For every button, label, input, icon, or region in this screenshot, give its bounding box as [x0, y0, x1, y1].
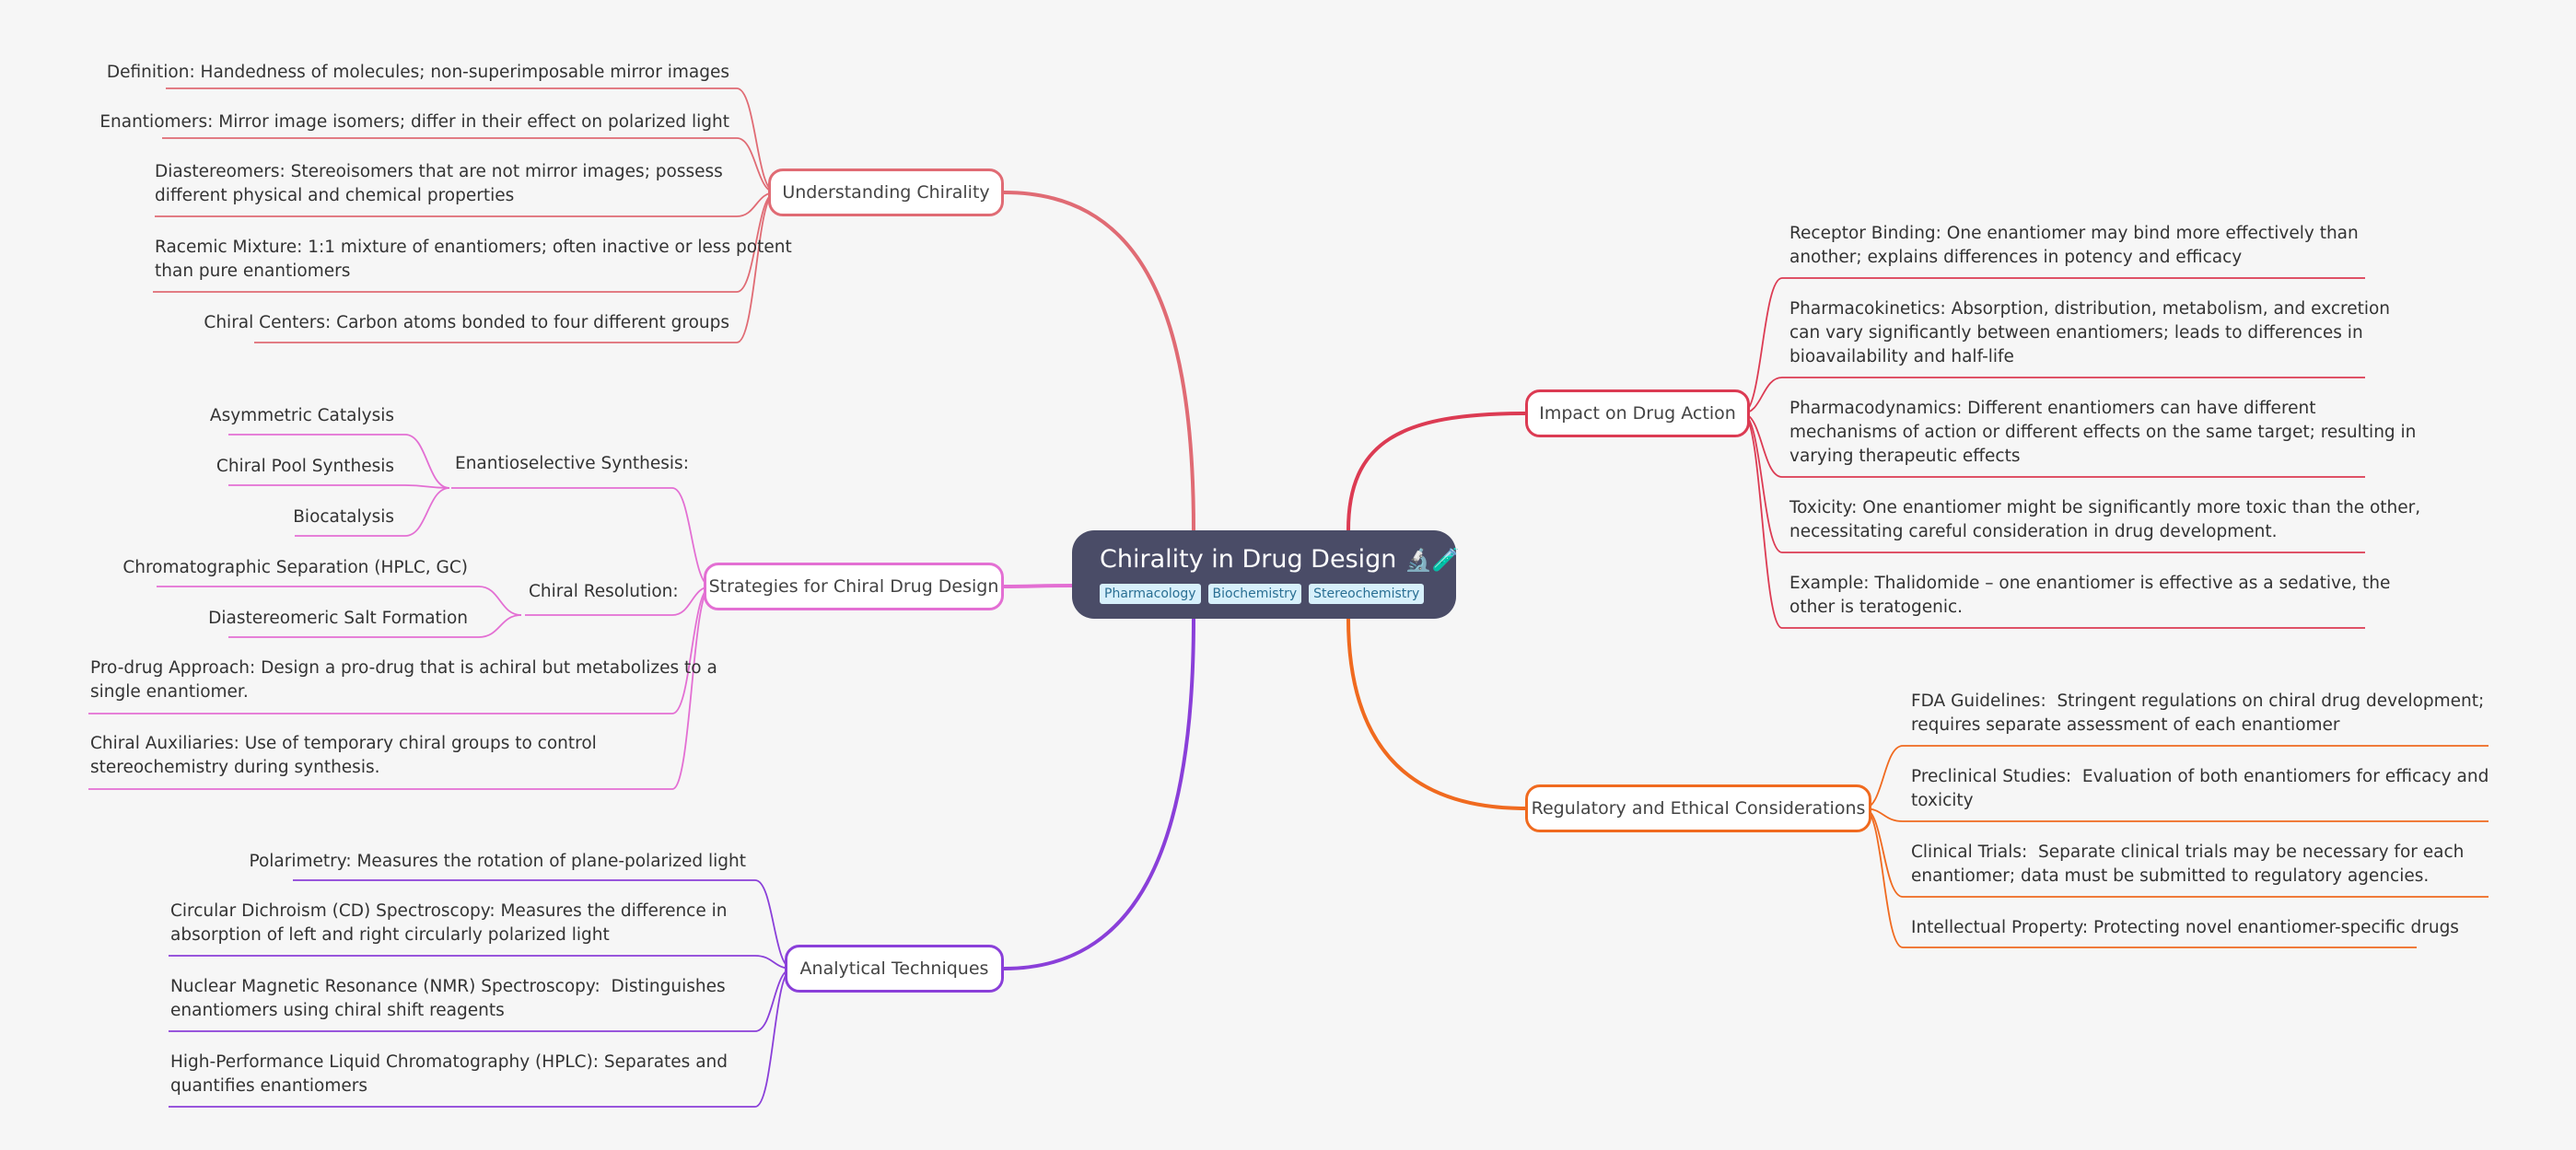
leaf-chiral-auxiliaries[interactable]: Chiral Auxiliaries: Use of temporary chi…	[90, 734, 597, 777]
microscope-test-tube-icon: 🔬🧪	[1405, 547, 1460, 573]
leaf-chromatographic-separation[interactable]: Chromatographic Separation (HPLC, GC)	[122, 558, 468, 577]
leaf-diastereomers[interactable]: Diastereomers: Stereoisomers that are no…	[155, 162, 723, 205]
link-diastereomeric-salt	[228, 614, 522, 638]
root-title: Chirality in Drug Design	[1100, 545, 1397, 574]
link-root-understanding	[1003, 191, 1195, 531]
leaf-fda-guidelines[interactable]: FDA Guidelines: Stringent regulations on…	[1911, 691, 2485, 735]
leaf-pharmacodynamics[interactable]: Pharmacodynamics: Different enantiomers …	[1789, 399, 2417, 466]
tag-pharmacology[interactable]: Pharmacology	[1100, 584, 1201, 604]
leaf-receptor-binding[interactable]: Receptor Binding: One enantiomer may bin…	[1789, 224, 2359, 267]
leaf-pro-drug-approach[interactable]: Pro-drug Approach: Design a pro-drug tha…	[90, 658, 717, 702]
leaf-asymmetric-catalysis[interactable]: Asymmetric Catalysis	[209, 406, 394, 425]
branch-regulatory-ethical[interactable]: Regulatory and Ethical Considerations	[1525, 784, 1871, 832]
tag-list: Pharmacology Biochemistry Stereochemistr…	[1100, 584, 1456, 604]
leaf-preclinical-studies[interactable]: Preclinical Studies: Evaluation of both …	[1911, 767, 2489, 810]
branch-understanding-chirality[interactable]: Understanding Chirality	[768, 168, 1004, 216]
leaf-pharmacokinetics[interactable]: Pharmacokinetics: Absorption, distributi…	[1789, 299, 2391, 366]
leaf-intellectual-property[interactable]: Intellectual Property: Protecting novel …	[1911, 918, 2459, 937]
leaf-diastereomeric-salt[interactable]: Diastereomeric Salt Formation	[208, 609, 468, 628]
leaf-biocatalysis[interactable]: Biocatalysis	[293, 507, 394, 527]
link-biocatalysis	[295, 487, 450, 537]
subtopic-chiral-resolution[interactable]: Chiral Resolution:	[529, 582, 679, 601]
leaf-circular-dichroism[interactable]: Circular Dichroism (CD) Spectroscopy: Me…	[170, 901, 728, 945]
link-root-strategies	[1003, 584, 1073, 588]
leaf-enantiomers[interactable]: Enantiomers: Mirror image isomers; diffe…	[99, 112, 729, 132]
link-root-impact	[1346, 412, 1526, 531]
link-circular-dichroism	[169, 955, 793, 970]
leaf-definition[interactable]: Definition: Handedness of molecules; non…	[106, 63, 729, 82]
link-root-regulatory	[1346, 618, 1526, 810]
subtopic-enantioselective-synthesis[interactable]: Enantioselective Synthesis:	[455, 454, 689, 473]
leaf-nmr[interactable]: Nuclear Magnetic Resonance (NMR) Spectro…	[170, 977, 726, 1020]
root-topic[interactable]: Chirality in Drug Design 🔬🧪 Pharmacology…	[1072, 530, 1460, 619]
tag-stereochemistry[interactable]: Stereochemistry	[1309, 584, 1425, 604]
tag-biochemistry[interactable]: Biochemistry	[1207, 584, 1302, 604]
branch-strategies[interactable]: Strategies for Chiral Drug Design	[704, 563, 1004, 610]
branch-analytical-techniques[interactable]: Analytical Techniques	[785, 945, 1004, 993]
leaf-chiral-pool-synthesis[interactable]: Chiral Pool Synthesis	[216, 457, 394, 476]
branch-impact-on-drug-action[interactable]: Impact on Drug Action	[1525, 389, 1750, 437]
root-title-row: Chirality in Drug Design 🔬🧪	[1100, 541, 1460, 578]
link-chiral-pool	[228, 484, 450, 489]
link-asymmetric	[228, 434, 450, 489]
leaf-thalidomide-example[interactable]: Example: Thalidomide – one enantiomer is…	[1789, 574, 2391, 617]
link-enantioselective	[451, 487, 712, 587]
leaf-polarimetry[interactable]: Polarimetry: Measures the rotation of pl…	[249, 852, 746, 871]
leaf-toxicity[interactable]: Toxicity: One enantiomer might be signif…	[1789, 498, 2421, 541]
link-root-analytical	[1003, 618, 1195, 970]
leaf-chiral-centers[interactable]: Chiral Centers: Carbon atoms bonded to f…	[204, 313, 729, 332]
leaf-hplc[interactable]: High-Performance Liquid Chromatography (…	[170, 1052, 729, 1096]
link-chromatographic	[157, 586, 522, 616]
leaf-racemic-mixture[interactable]: Racemic Mixture: 1:1 mixture of enantiom…	[155, 238, 792, 281]
leaf-clinical-trials[interactable]: Clinical Trials: Separate clinical trial…	[1911, 842, 2465, 886]
